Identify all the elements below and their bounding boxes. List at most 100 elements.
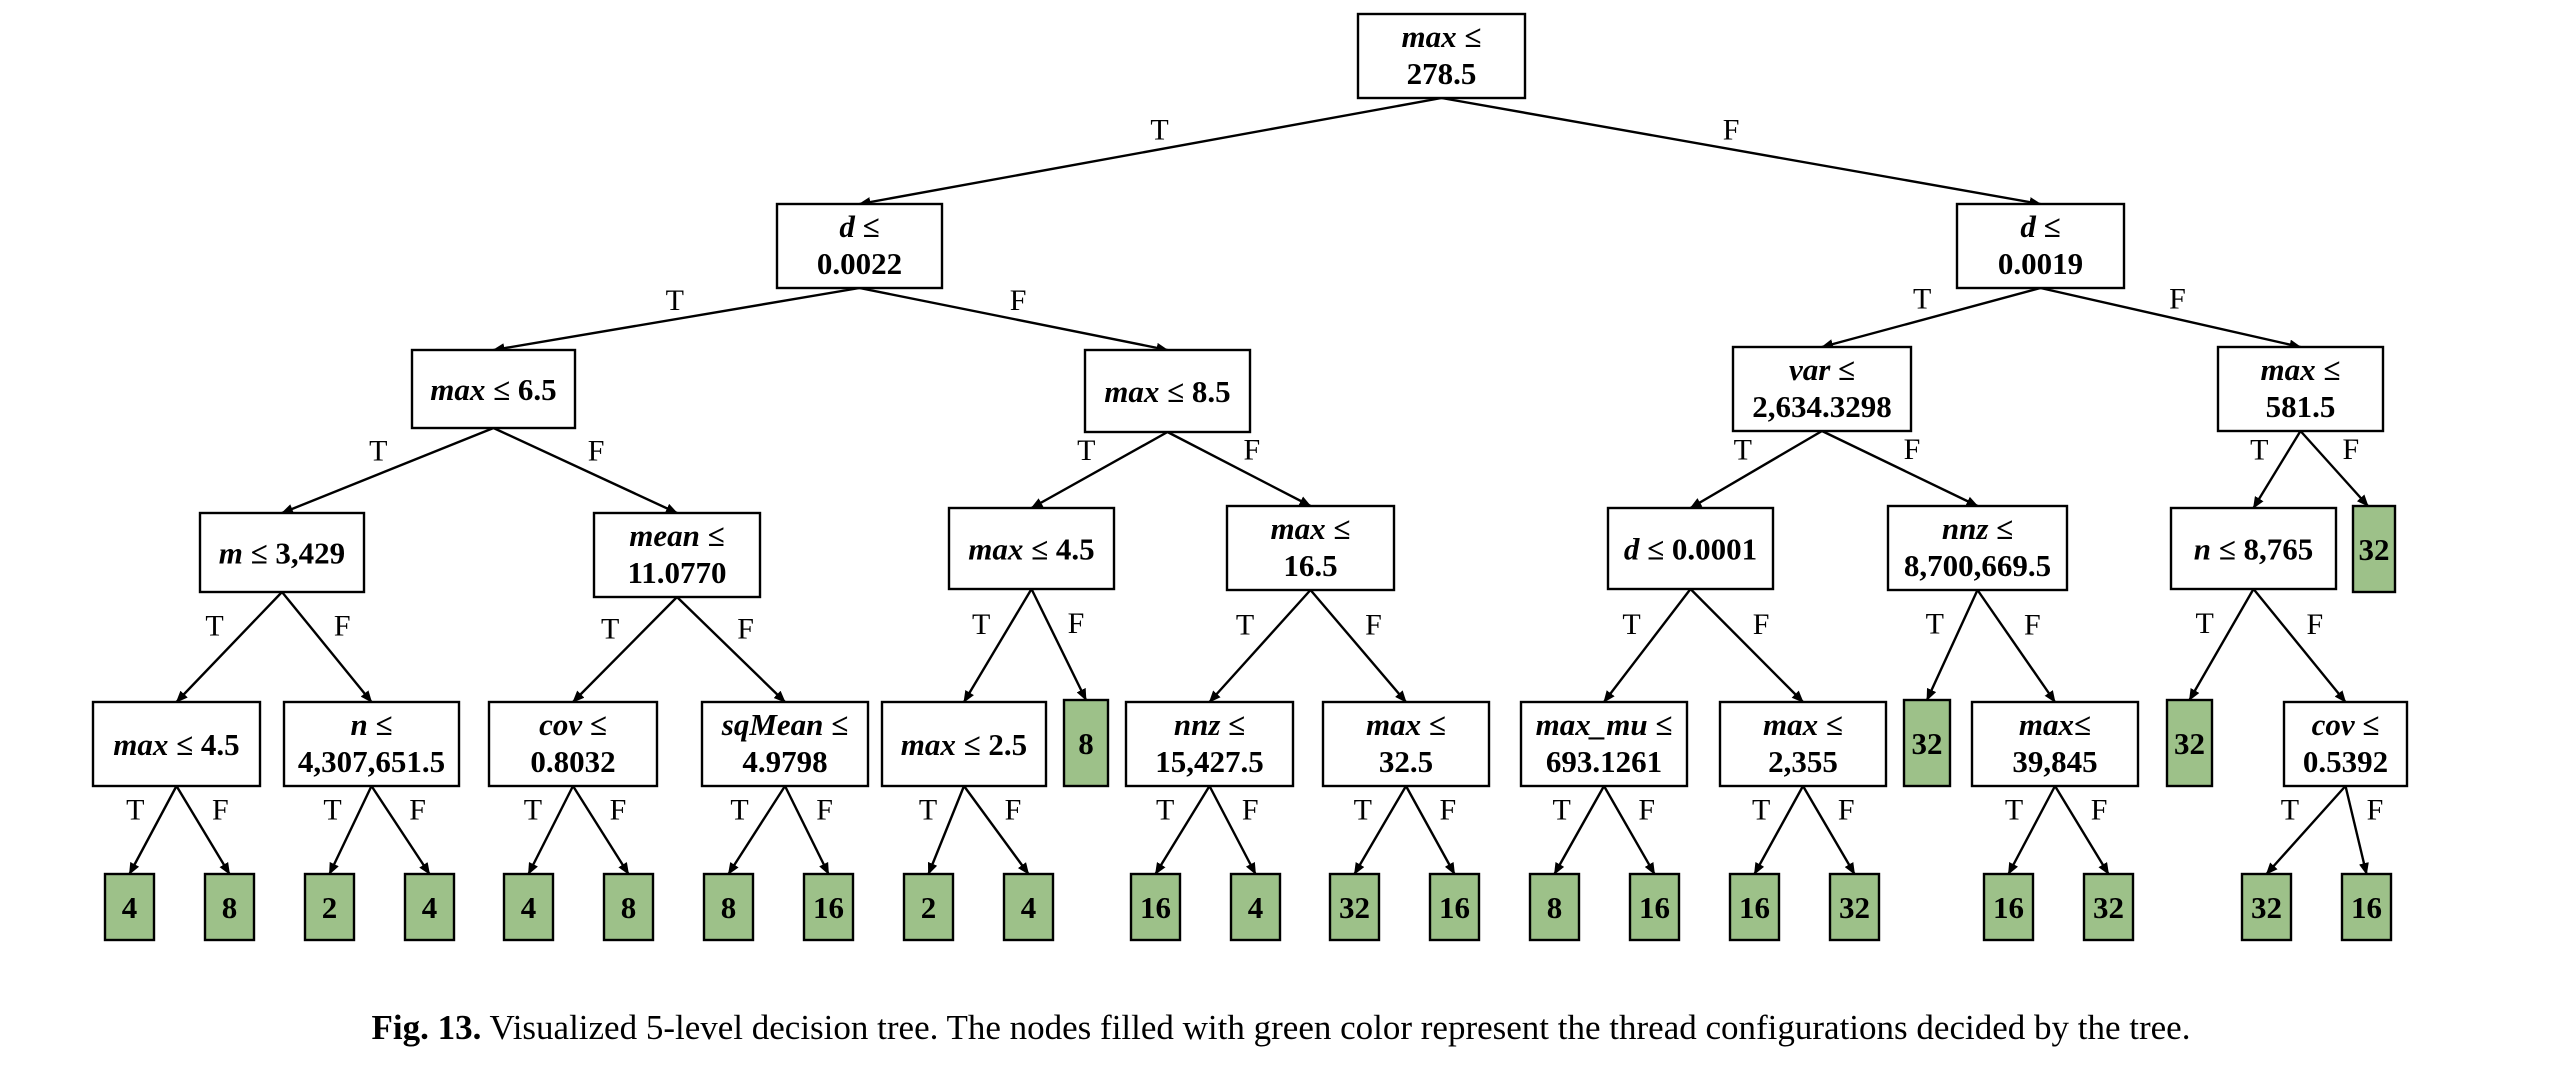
branch-label-true: T bbox=[1156, 794, 1174, 827]
decision-node-b: n ≤4,307,651.5 bbox=[282, 700, 461, 788]
edge-root-R bbox=[1441, 96, 2042, 208]
decision-node-condition: 693.1261 bbox=[1546, 744, 1662, 779]
decision-node-box bbox=[2169, 506, 2338, 591]
decision-node-box bbox=[1124, 700, 1295, 788]
decision-node-condition: sqMean ≤ bbox=[721, 707, 848, 742]
decision-node-condition: max ≤ bbox=[1366, 707, 1446, 742]
decision-node-box bbox=[1955, 202, 2126, 290]
edge-n-n2 bbox=[2344, 785, 2369, 875]
branch-label-false: F bbox=[334, 610, 351, 643]
leaf-node-c2: 8 bbox=[602, 872, 655, 942]
branch-label-true: T bbox=[972, 608, 990, 641]
leaf-node-i2: 16 bbox=[1628, 872, 1681, 942]
edge-j-j1 bbox=[1753, 785, 1805, 875]
branch-label-false: F bbox=[1723, 114, 1740, 147]
decision-node-condition: 4.9798 bbox=[742, 744, 827, 779]
decision-node-condition: cov ≤ bbox=[539, 707, 607, 742]
edge-R-RL bbox=[1821, 286, 2041, 349]
leaf-node-box bbox=[103, 872, 156, 942]
branch-label-true: T bbox=[524, 794, 542, 827]
leaf-node-box bbox=[2165, 698, 2214, 788]
branch-label-false: F bbox=[1005, 794, 1022, 827]
leaf-node-box bbox=[1728, 872, 1781, 942]
leaf-node-value: 8 bbox=[1078, 726, 1094, 761]
branch-label-false: F bbox=[2024, 608, 2041, 641]
leaf-node-box bbox=[403, 872, 456, 942]
branch-label-true: T bbox=[126, 794, 144, 827]
edge-LLR-d bbox=[676, 596, 786, 703]
edge-a-a1 bbox=[128, 785, 178, 875]
decision-node-condition: mean ≤ bbox=[629, 518, 724, 553]
edge-LL-LLR bbox=[492, 426, 678, 515]
decision-node-condition: 8,700,669.5 bbox=[1904, 548, 2051, 583]
decision-node-box bbox=[1606, 506, 1775, 591]
decision-node-box bbox=[700, 700, 870, 788]
decision-node-condition: 11.0770 bbox=[627, 555, 726, 590]
decision-node-box bbox=[1731, 345, 1913, 433]
edge-L-LR bbox=[859, 286, 1169, 353]
branch-label-true: T bbox=[2250, 434, 2268, 467]
branch-label-true: T bbox=[1734, 434, 1752, 467]
branch-label-true: T bbox=[369, 434, 387, 467]
edge-l-l2 bbox=[2053, 785, 2110, 875]
branch-label-false: F bbox=[2169, 283, 2186, 316]
decision-node-c: cov ≤0.8032 bbox=[487, 700, 659, 788]
edge-L-LL bbox=[492, 286, 860, 354]
leaf-node-box bbox=[802, 872, 855, 942]
edge-g-g2 bbox=[1208, 785, 1257, 875]
edge-g-g1 bbox=[1154, 785, 1211, 875]
leaf-node-box bbox=[2351, 504, 2397, 594]
caption-label: Fig. 13. bbox=[371, 1008, 482, 1047]
branch-label-false: F bbox=[610, 794, 627, 827]
decision-node-condition: max ≤ 8.5 bbox=[1104, 374, 1230, 409]
figure-caption: Fig. 13. Visualized 5-level decision tre… bbox=[0, 1008, 2562, 1048]
edge-i-i2 bbox=[1602, 785, 1656, 875]
decision-node-condition: n ≤ bbox=[350, 707, 392, 742]
leaf-node-n2: 16 bbox=[2340, 872, 2393, 942]
decision-node-R: d ≤0.0019 bbox=[1955, 202, 2126, 290]
decision-node-RLR: nnz ≤8,700,669.5 bbox=[1886, 504, 2069, 592]
decision-node-j: max ≤2,355 bbox=[1718, 700, 1888, 788]
edge-LR-LRR bbox=[1166, 430, 1312, 508]
leaf-node-l2: 32 bbox=[2082, 872, 2135, 942]
branch-label-true: T bbox=[1236, 608, 1254, 641]
decision-node-condition: 15,427.5 bbox=[1155, 744, 1264, 779]
decision-node-condition: 278.5 bbox=[1407, 56, 1477, 91]
branch-label-true: T bbox=[2196, 607, 2214, 640]
decision-node-RR: max ≤581.5 bbox=[2216, 345, 2385, 433]
leaf-node-value: 4 bbox=[521, 890, 537, 925]
leaf-node-box bbox=[1828, 872, 1881, 942]
edge-R-RR bbox=[2040, 286, 2302, 350]
branch-label-false: F bbox=[1010, 284, 1027, 317]
decision-node-condition: cov ≤ bbox=[2312, 707, 2380, 742]
branch-label-true: T bbox=[1553, 794, 1571, 827]
decision-node-LR: max ≤ 8.5 bbox=[1083, 348, 1252, 434]
decision-node-box bbox=[880, 700, 1048, 788]
leaf-node-value: 8 bbox=[721, 890, 737, 925]
leaf-node-e2: 4 bbox=[1002, 872, 1055, 942]
decision-node-condition: max_mu ≤ bbox=[1536, 707, 1673, 742]
leaf-node-box bbox=[602, 872, 655, 942]
branch-label-true: T bbox=[1354, 794, 1372, 827]
branch-label-false: F bbox=[1753, 608, 1770, 641]
decision-node-root: max ≤278.5 bbox=[1356, 12, 1527, 100]
leaf-node-j1: 16 bbox=[1728, 872, 1781, 942]
decision-node-condition: max ≤ bbox=[1271, 511, 1351, 546]
decision-node-box bbox=[91, 700, 262, 788]
decision-node-condition: d ≤ bbox=[2020, 209, 2060, 244]
decision-node-condition: max ≤ bbox=[2261, 352, 2341, 387]
decision-node-RLL: d ≤ 0.0001 bbox=[1606, 506, 1775, 591]
edge-LRL-f bbox=[1030, 588, 1088, 701]
leaf-node-value: 16 bbox=[1140, 890, 1171, 925]
decision-node-condition: 2,634.3298 bbox=[1752, 389, 1892, 424]
leaf-node-box bbox=[702, 872, 755, 942]
decision-node-condition: max ≤ 4.5 bbox=[968, 532, 1094, 567]
decision-node-condition: 39,845 bbox=[2012, 744, 2097, 779]
leaf-node-g1: 16 bbox=[1129, 872, 1182, 942]
branch-label-true: T bbox=[919, 794, 937, 827]
leaf-node-value: 16 bbox=[1439, 890, 1470, 925]
decision-node-box bbox=[1356, 12, 1527, 100]
leaf-node-a2: 8 bbox=[203, 872, 256, 942]
